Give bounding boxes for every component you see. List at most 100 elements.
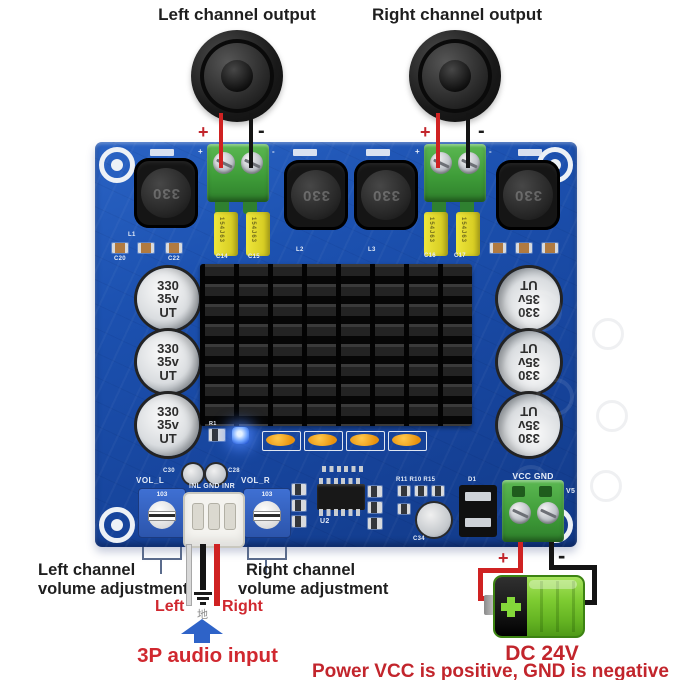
power-polarity-note: Power VCC is positive, GND is negative — [312, 661, 669, 680]
silkscreen-pad — [150, 149, 174, 156]
power-positive-wire — [518, 542, 523, 570]
inductor-core: 330 — [291, 170, 341, 220]
left-speaker-positive-wire — [219, 113, 223, 168]
left-speaker — [191, 30, 283, 122]
smd-resistor — [398, 504, 410, 514]
terminal-leg — [243, 202, 257, 214]
smd-component — [368, 502, 382, 513]
film-cap-orange — [304, 431, 343, 451]
smd-component — [368, 518, 382, 529]
right-channel-output-label: Right channel output — [372, 5, 542, 24]
cap-value: 330 — [518, 368, 540, 384]
inductor-core: 330 — [361, 170, 411, 220]
diode-band — [465, 518, 491, 527]
connector-pin — [192, 503, 204, 530]
small-capacitor — [206, 464, 226, 484]
smd-component — [292, 516, 306, 527]
left-volume-potentiometer: 103 — [138, 488, 186, 538]
left-wire-label: Left — [155, 598, 185, 615]
battery-segment-line — [572, 581, 575, 632]
silkscreen-pad — [293, 149, 317, 156]
speaker-dome — [439, 60, 471, 92]
speaker-dome — [221, 60, 253, 92]
left-volume-label-line2: volume adjustment — [38, 580, 189, 598]
audio-input-connector — [183, 492, 245, 548]
orange-capacitor — [308, 434, 337, 446]
battery — [493, 575, 585, 638]
watermark — [592, 318, 624, 350]
inductor-core: 330 — [503, 170, 553, 220]
mounting-hole-top-left — [99, 147, 135, 183]
right-volume-label-line2: volume adjustment — [238, 580, 389, 598]
silk-c16: C16 — [424, 253, 436, 259]
silk-l1: L1 — [128, 232, 136, 238]
orange-capacitor — [392, 434, 421, 446]
film-cap-orange — [388, 431, 427, 451]
smd-component — [292, 484, 306, 495]
smd-component — [166, 243, 182, 253]
silk-minus: - — [489, 147, 492, 156]
silkscreen-pad — [366, 149, 390, 156]
cap-brand: UT — [520, 341, 538, 357]
smd-component — [292, 500, 306, 511]
inductor-l1: 330 — [134, 158, 198, 228]
cap-voltage: 35v — [518, 354, 540, 370]
terminal-screw — [213, 152, 235, 174]
cap-voltage: 35v — [157, 291, 179, 307]
power-plus: + — [498, 548, 509, 568]
power-negative-wire — [592, 565, 597, 605]
silk-c14: C14 — [216, 254, 228, 260]
left-output-plus: + — [198, 122, 209, 142]
right-output-terminal — [424, 144, 486, 202]
capacitor-c34 — [417, 503, 451, 537]
smd-component — [542, 243, 558, 253]
ground-icon — [200, 602, 206, 605]
cap-brand: UT — [159, 304, 177, 320]
terminal-leg — [460, 202, 474, 214]
inductor-l4: 330 — [496, 160, 560, 230]
smd-component — [490, 243, 506, 253]
watermark — [596, 400, 628, 432]
cap-value: 330 — [157, 340, 179, 356]
silk-l2: L2 — [296, 247, 304, 253]
battery-segment-line — [556, 581, 559, 632]
connector-pin — [208, 503, 220, 530]
diode-band — [465, 492, 491, 501]
battery-plus-icon — [507, 597, 515, 617]
bracket-line — [247, 547, 249, 560]
ground-icon — [197, 597, 209, 600]
silk-v5: V5 — [566, 488, 576, 495]
smd-resistor — [415, 486, 427, 496]
pot-slot — [253, 511, 281, 521]
mounting-hole-bottom-left — [99, 507, 135, 543]
cap-voltage: 35v — [157, 417, 179, 433]
film-cap-value: 154J63 — [460, 217, 466, 244]
watermark — [520, 290, 562, 332]
bracket-line — [142, 558, 182, 560]
bracket-line — [265, 560, 267, 574]
right-output-plus: + — [420, 122, 431, 142]
cap-brand: UT — [159, 367, 177, 383]
ground-char: 地 — [197, 609, 208, 621]
pot-value: 103 — [261, 491, 273, 498]
silk-r-cluster: R11 R10 R15 — [396, 477, 436, 483]
terminal-leg — [432, 202, 446, 214]
film-capacitor: 154J63 — [214, 212, 238, 256]
silk-r1: R1 — [209, 421, 217, 427]
orange-capacitor — [350, 434, 379, 446]
power-led — [232, 427, 249, 444]
inductor-l3: 330 — [354, 160, 418, 230]
inductor-l2: 330 — [284, 160, 348, 230]
silkscreen-pad — [518, 149, 542, 156]
film-capacitor: 154J63 — [424, 212, 448, 256]
watermark — [536, 378, 574, 416]
silk-c20: C20 — [114, 256, 126, 262]
left-speaker-negative-wire — [249, 113, 253, 168]
film-cap-value: 154J63 — [428, 217, 434, 244]
cap-value: 330 — [157, 403, 179, 419]
cap-voltage: 35v — [157, 354, 179, 370]
